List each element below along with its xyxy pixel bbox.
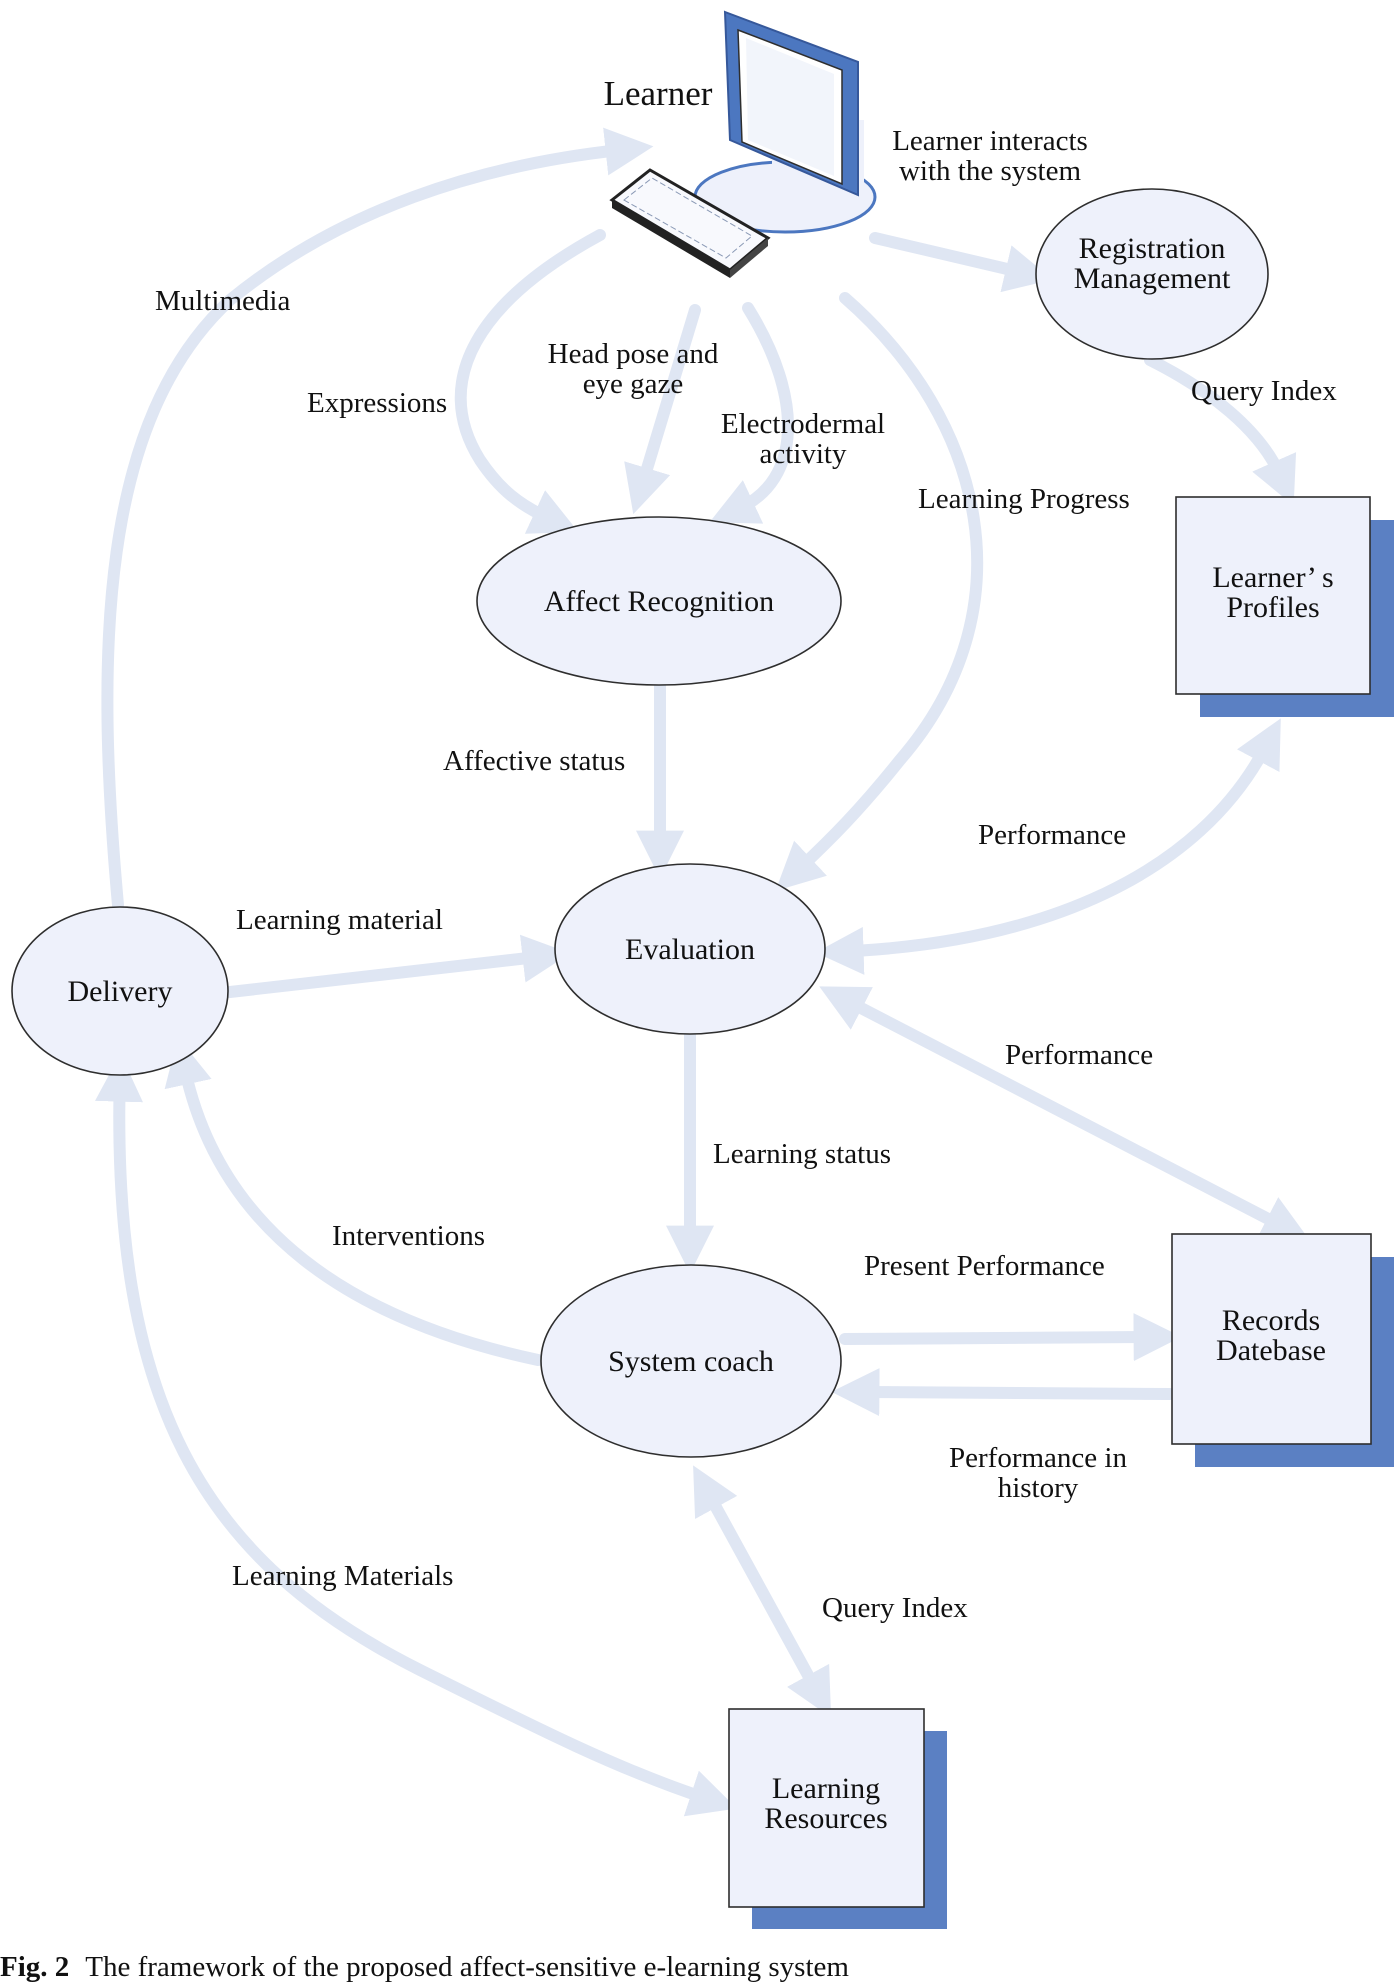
arrow-head-pose (624, 304, 701, 515)
text-line: Query Index (822, 1592, 968, 1624)
arrow-performance-profiles[interactable] (815, 718, 1281, 975)
edge-label-learning-status: Learning status (713, 1138, 891, 1170)
text-line: Performance in (949, 1442, 1127, 1474)
text-line: Learner’ s (1212, 561, 1333, 594)
edge-label-query-index-bottom: Query Index (822, 1592, 968, 1624)
arrow-multimedia (101, 127, 654, 911)
text-line: Learner (604, 74, 713, 113)
learner-label: Learner (604, 74, 713, 113)
computer-monitor-and-keyboard-icon[interactable] (609, 10, 877, 278)
arrow-performance-records[interactable] (819, 986, 1310, 1241)
arrow-interventions (164, 1037, 544, 1366)
text-line: Resources (764, 1802, 887, 1835)
arrow-learner-to-registration (869, 232, 1053, 293)
figure-number: Fig. 2 (0, 1952, 70, 1983)
arrow-electrodermal (709, 302, 794, 524)
text-line: Performance (978, 819, 1126, 851)
text-line: Expressions (307, 387, 447, 419)
text-line: Performance (1005, 1039, 1153, 1071)
text-line: Registration (1079, 232, 1226, 265)
text-line: Datebase (1216, 1334, 1326, 1367)
text-line: eye gaze (583, 368, 684, 400)
edge-label-learning-material: Learning material (236, 904, 443, 936)
system-coach-label: System coach (608, 1345, 774, 1378)
text-line: Affect Recognition (544, 585, 774, 618)
edge-label-performance-profiles: Performance (978, 819, 1126, 851)
text-line: System coach (608, 1345, 774, 1378)
arrow-present-performance (839, 1313, 1182, 1362)
text-line: Present Performance (864, 1250, 1105, 1282)
text-line: Evaluation (625, 933, 755, 966)
text-line: Multimedia (155, 285, 290, 317)
edge-label-multimedia: Multimedia (155, 285, 290, 317)
text-line: Learning Progress (918, 483, 1130, 515)
arrow-query-index-bottom[interactable] (693, 1465, 832, 1718)
text-line: history (998, 1472, 1079, 1504)
text-line: Learner interacts (892, 125, 1088, 157)
delivery-label: Delivery (68, 975, 173, 1008)
evaluation-node[interactable]: Evaluation (554, 863, 826, 1035)
text-line: Learning Materials (232, 1560, 453, 1592)
figure-caption-text: The framework of the proposed affect-sen… (85, 1952, 849, 1983)
arrow-performance-history (831, 1368, 1176, 1417)
arrow-learning-materials[interactable] (95, 1053, 737, 1817)
system-coach-node[interactable]: System coach (540, 1264, 842, 1458)
text-line: Management (1074, 262, 1231, 295)
edge-label-query-index-top: Query Index (1191, 375, 1337, 407)
arrow-learning-material (224, 934, 571, 998)
edge-label-affective-status: Affective status (443, 745, 625, 777)
text-line: Interventions (332, 1220, 485, 1252)
text-line: Profiles (1226, 591, 1319, 624)
text-line: Head pose and (548, 338, 719, 370)
text-line: Learning (772, 1772, 880, 1805)
edge-label-present-performance: Present Performance (864, 1250, 1105, 1282)
delivery-node[interactable]: Delivery (11, 906, 229, 1076)
affect-recognition-label: Affect Recognition (544, 585, 774, 618)
text-line: Affective status (443, 745, 625, 777)
text-line: Delivery (68, 975, 173, 1008)
figure-caption: Fig. 2 The framework of the proposed affe… (0, 1952, 1395, 1983)
text-line: Learning material (236, 904, 443, 936)
arrow-query-index-top (1144, 354, 1297, 506)
text-line: activity (760, 438, 847, 470)
text-line: Records (1222, 1304, 1320, 1337)
text-line: with the system (899, 155, 1081, 187)
edge-label-learning-progress: Learning Progress (918, 483, 1130, 515)
affect-recognition-node[interactable]: Affect Recognition (476, 516, 842, 686)
text-line: Learning status (713, 1138, 891, 1170)
edge-label-learning-materials: Learning Materials (232, 1560, 453, 1592)
edge-label-performance-records: Performance (1005, 1039, 1153, 1071)
edge-label-expressions: Expressions (307, 387, 447, 419)
text-line: Query Index (1191, 375, 1337, 407)
text-line: Electrodermal (721, 408, 885, 440)
arrow-expressions (454, 229, 606, 534)
evaluation-label: Evaluation (625, 933, 755, 966)
edge-label-interventions: Interventions (332, 1220, 485, 1252)
